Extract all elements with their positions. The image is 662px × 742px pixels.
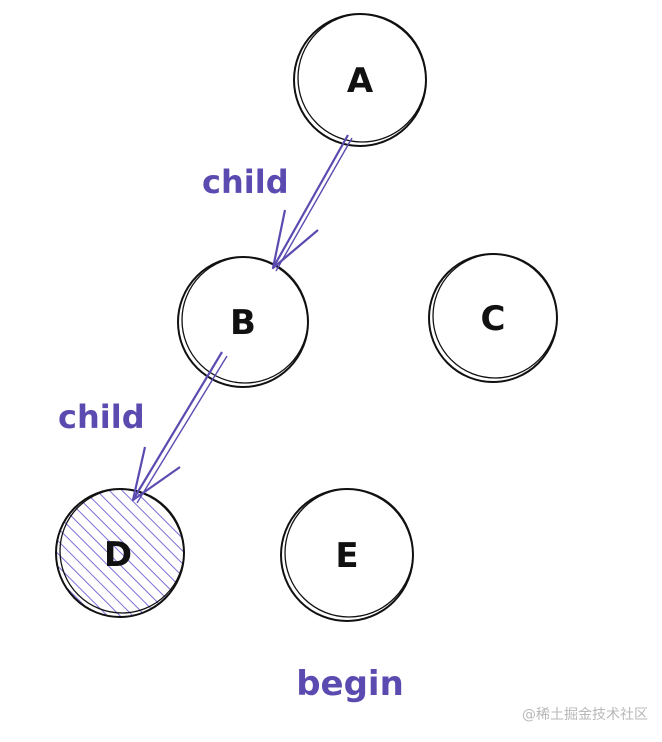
- node-e: E: [280, 488, 414, 622]
- node-a: A: [293, 13, 427, 147]
- arrow-head-icon: [131, 446, 181, 502]
- edge-a-b-line: [272, 134, 349, 269]
- edge-b-d-label: child: [58, 398, 145, 436]
- node-c-circle-sketch: [432, 253, 558, 379]
- node-b: B: [177, 256, 309, 388]
- node-b-label: B: [230, 303, 256, 343]
- edge-b-d-line-sketch: [136, 355, 228, 504]
- node-c: C: [428, 253, 558, 383]
- node-c-label: C: [481, 299, 506, 339]
- node-d-label: D: [104, 535, 132, 575]
- node-a-label: A: [347, 61, 374, 101]
- watermark: @稀土掘金技术社区: [522, 707, 648, 723]
- edge-a-to-b: child: [202, 134, 353, 272]
- edge-b-d-line: [132, 351, 223, 501]
- node-b-circle-sketch: [181, 256, 309, 384]
- begin-label: begin: [296, 664, 404, 704]
- node-a-circle-sketch: [297, 13, 427, 143]
- node-e-label: E: [335, 536, 358, 576]
- node-d-circle-sketch: [59, 488, 185, 614]
- edge-b-to-d: child: [58, 351, 228, 504]
- arrow-head-icon: [271, 209, 319, 270]
- node-d-hatch-fill: [56, 489, 184, 617]
- edge-a-b-line-sketch: [275, 137, 353, 272]
- edge-a-b-label: child: [202, 163, 289, 201]
- node-e-circle-sketch: [284, 488, 414, 618]
- node-d: D: [55, 488, 185, 618]
